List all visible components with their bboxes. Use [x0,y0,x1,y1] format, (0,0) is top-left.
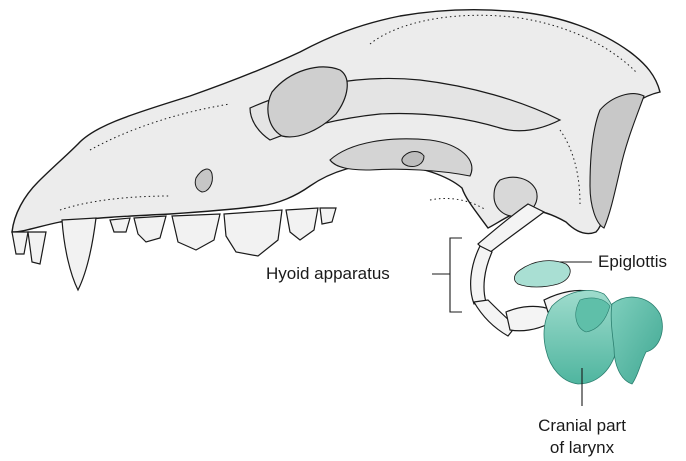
occipital-region [590,94,644,228]
premolar-2 [134,216,166,242]
epiglottis-label: Epiglottis [598,252,667,272]
incisor-2 [28,232,46,264]
incisor-1 [12,232,28,254]
molar-1 [286,208,318,240]
carnassial-tooth [224,210,282,256]
hyoid-bracket [450,238,462,312]
larynx-label-line2: of larynx [512,438,652,458]
hyoid-apparatus-label: Hyoid apparatus [266,264,390,284]
cricoid-cartilage [611,297,662,384]
premolar-1 [110,218,130,232]
epihyoid-bone [471,246,492,304]
premolar-3 [172,214,220,250]
epiglottis-shape [514,261,570,287]
canine-tooth [62,218,96,290]
larynx-label-line1: Cranial part [512,416,652,436]
molar-2 [320,208,336,224]
